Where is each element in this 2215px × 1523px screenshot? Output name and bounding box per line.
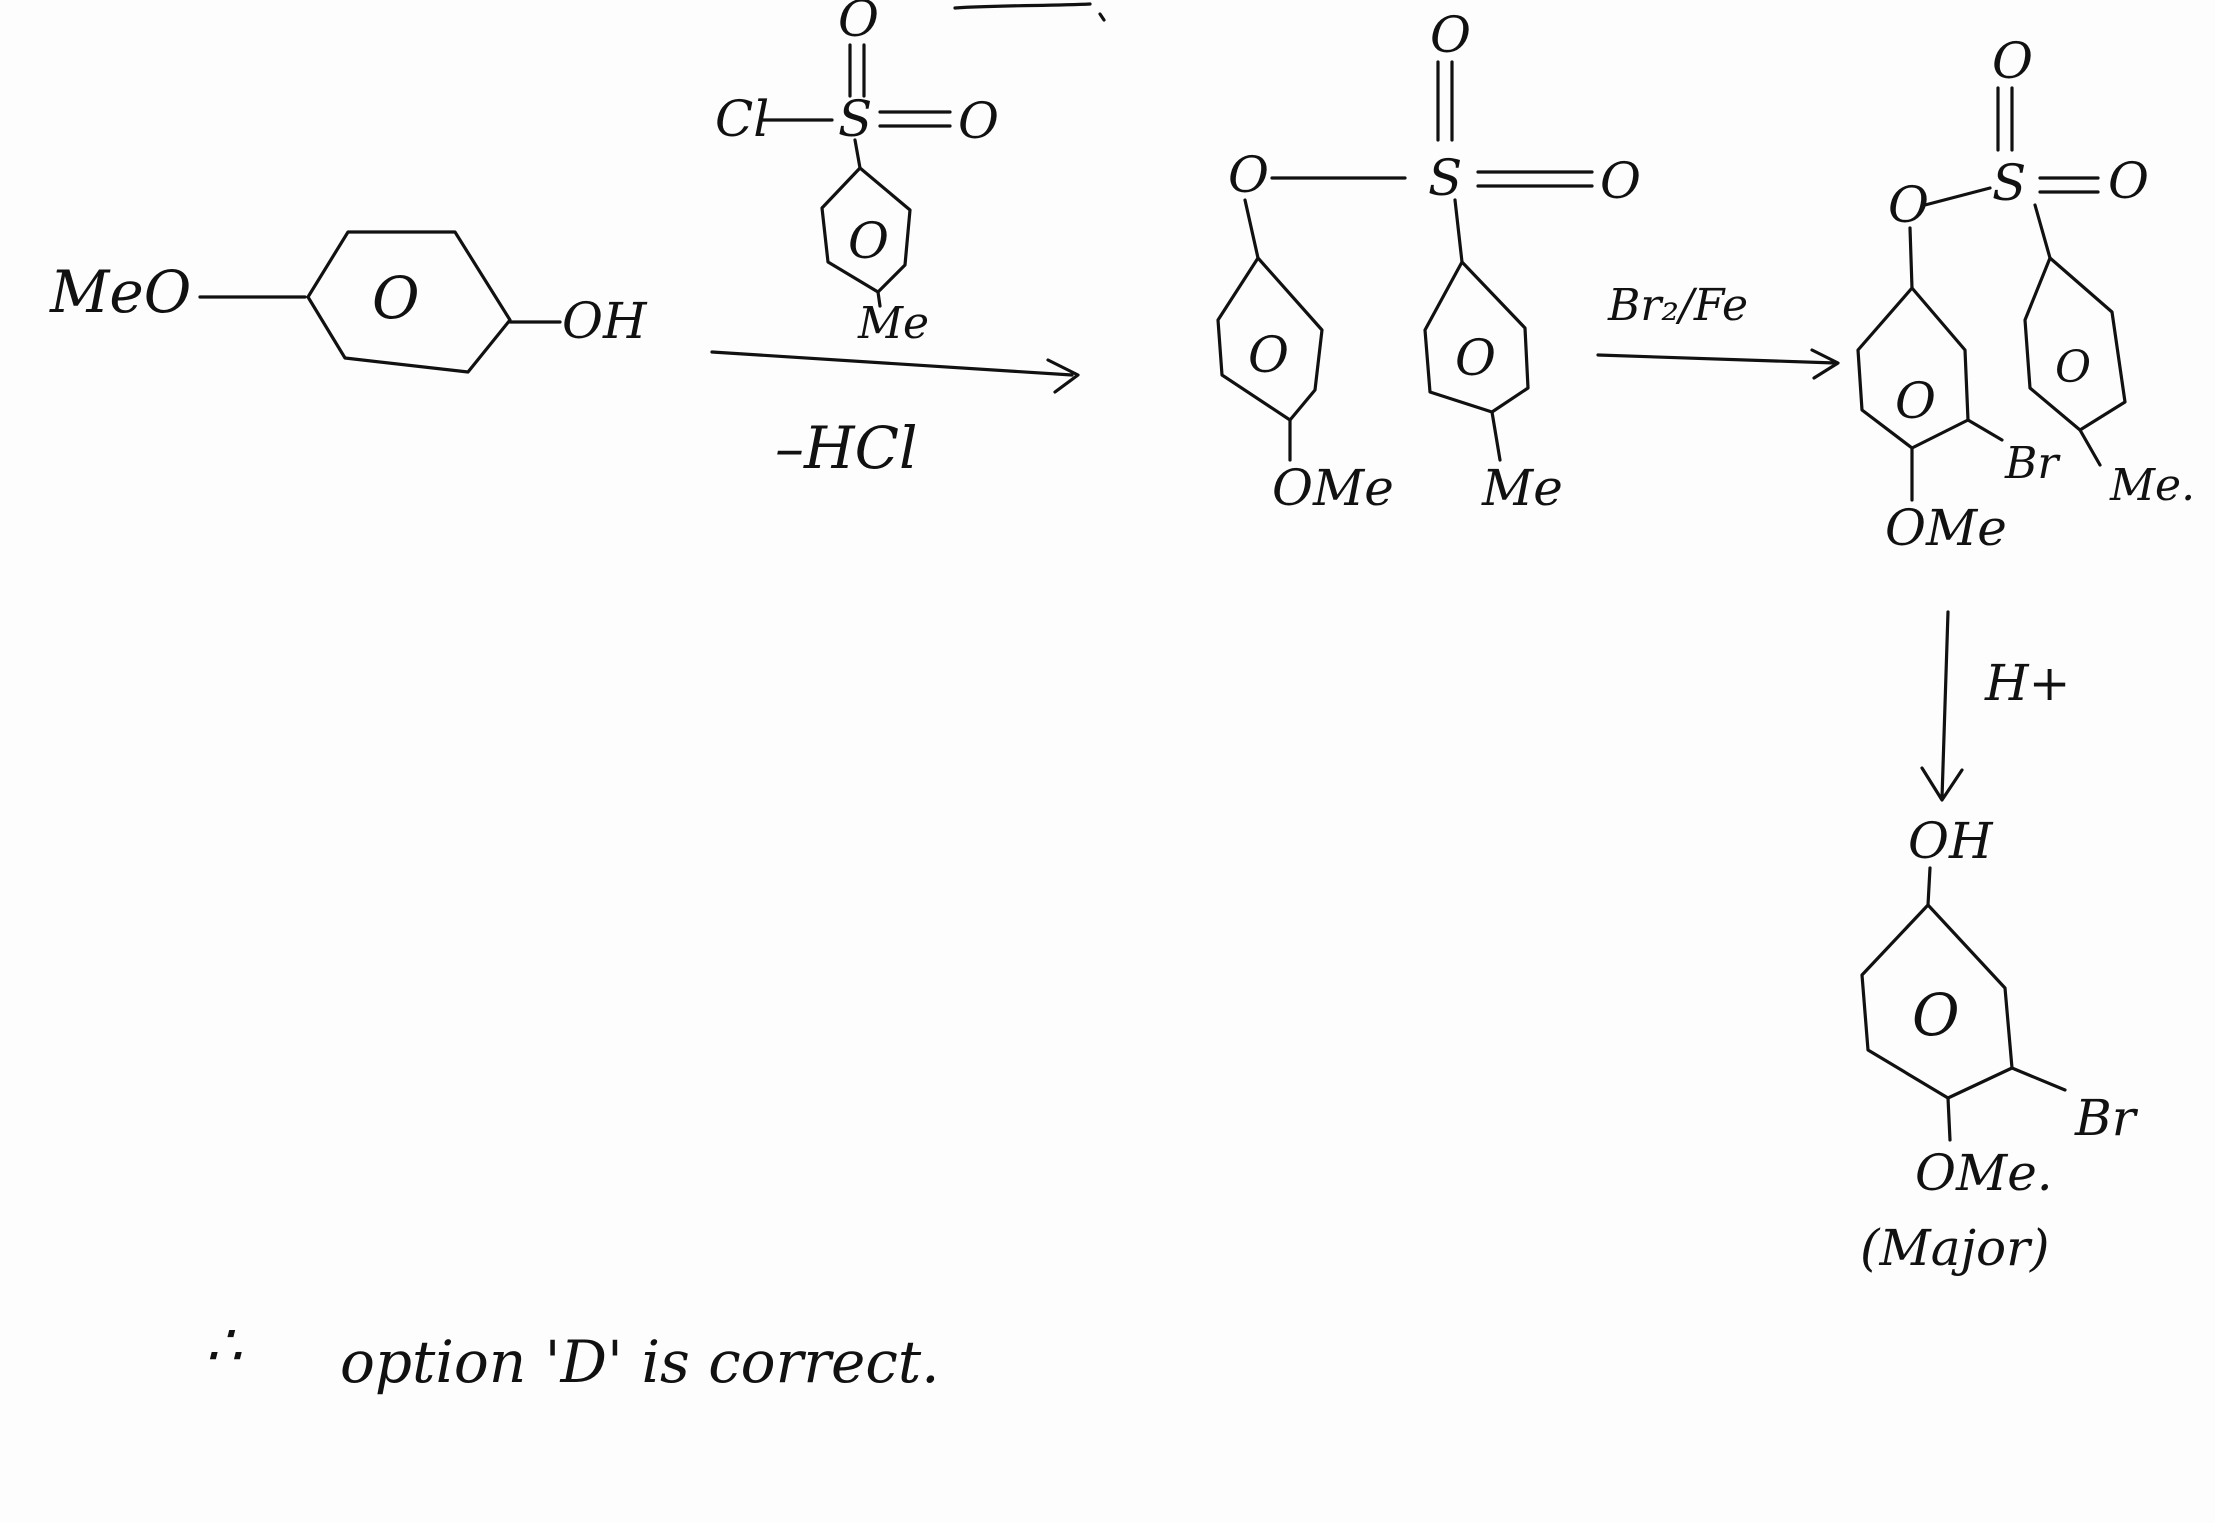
sulfur-atom-label: S [838, 90, 872, 148]
tolyl-methyl-label: Me [1481, 459, 1563, 517]
chlorine-label: Cl [715, 90, 769, 148]
benzene-ring-reactant [306, 230, 512, 374]
sulfonyl-double-bond-top [848, 43, 866, 98]
bromination-reagent-label: Br₂/Fe [1607, 280, 1748, 331]
reaction-arrow-1 [710, 350, 1080, 394]
acid-reagent-label: H+ [1984, 654, 2071, 712]
methoxy-label: OMe [1272, 459, 1394, 517]
product-methoxy-bond [1946, 1096, 1952, 1142]
product-hydroxyl-label: OH [1908, 812, 1994, 870]
top-scribble [953, 2, 1106, 22]
intermediate-brominated-tosylate: O O S O O Br OMe O Me. [1856, 32, 2195, 557]
tolyl-methyl-bond [1490, 410, 1502, 462]
br-ester-ring-bond [1908, 226, 1914, 290]
tosyl-aromatic-circle-label: O [848, 212, 889, 270]
br-tosylate-double-bond-right [2038, 176, 2100, 194]
methoxy-group-label: MeO [49, 258, 191, 326]
methyl-bond-tosyl-chloride [876, 290, 882, 308]
br-sulfur-tolyl-bond [2033, 203, 2052, 260]
reaction-arrow-2 [1596, 348, 1840, 380]
sulfur-tolyl-bond [1453, 198, 1464, 264]
conclusion-line: ∴ option 'D' is correct. [205, 1311, 940, 1396]
sulfonyl-oxo-right-label: O [958, 92, 999, 150]
aryl-bromine-bond [1966, 418, 2004, 442]
intermediate-aryl-tosylate: O O S O O OMe O Me [1216, 6, 1641, 517]
ester-oxygen-label: O [1228, 146, 1269, 204]
br-tosylate-ester-bond [1923, 186, 1992, 207]
sulfonyl-oxo-top-label: O [838, 0, 879, 48]
br-tosylate-ester-oxygen-label: O [1888, 176, 1929, 234]
bromo-methoxyphenyl-circle-label: O [1895, 372, 1936, 430]
tosylate-oxo-top-label: O [1430, 6, 1471, 64]
aryl-bromine-label: Br [2004, 438, 2061, 489]
byproduct-hcl-label: –HCl [775, 414, 918, 482]
product-hydroxyl-bond [1926, 866, 1932, 907]
reagent-tosyl-chloride: O Cl S O O Me [715, 0, 999, 349]
br-tosylate-oxo-top-label: O [1992, 32, 2033, 90]
hydroxyl-group-label: OH [562, 292, 648, 350]
br-tolyl-methyl-label: Me. [2109, 460, 2195, 511]
br-tosylate-oxo-right-label: O [2108, 152, 2149, 210]
step3-arrow-group: H+ [1920, 610, 2071, 802]
product-bromine-label: Br [2074, 1089, 2139, 1147]
tosylate-sulfur-label: S [1428, 149, 1462, 207]
br-tosylate-double-bond-top [1996, 86, 2014, 152]
tolyl-circle-label: O [1455, 329, 1496, 387]
therefore-symbol: ∴ [205, 1311, 242, 1379]
product-methoxy-label: OMe. [1915, 1144, 2053, 1202]
aromatic-ring-circle-label: O [372, 264, 420, 332]
tosylate-oxo-right-label: O [1600, 152, 1641, 210]
product-bromo-methoxyphenol: OH O Br OMe. (Major) [1860, 812, 2139, 1277]
tosyl-methyl-label: Me [857, 298, 929, 349]
reaction-arrow-3 [1920, 610, 1964, 802]
product-bromine-bond [2010, 1066, 2067, 1092]
sulfonyl-double-bond-right [878, 110, 952, 128]
br-methoxy-label: OMe [1885, 499, 2007, 557]
br-tolyl-methyl-bond [2078, 428, 2102, 467]
methoxyphenyl-circle-label: O [1248, 326, 1289, 384]
step2-arrow-group: Br₂/Fe [1596, 280, 1840, 380]
tosylate-double-bond-top [1436, 60, 1454, 142]
sulfur-ring-bond [853, 138, 862, 170]
product-aromatic-circle-label: O [1912, 981, 1960, 1049]
conclusion-text: option 'D' is correct. [340, 1328, 940, 1396]
tosylate-double-bond-right [1476, 170, 1594, 188]
br-tosylate-sulfur-label: S [1992, 154, 2026, 212]
reactant-p-methoxyphenol: MeO O OH [49, 230, 648, 374]
step1-arrow-group: –HCl [710, 350, 1080, 482]
br-tolyl-circle-label: O [2055, 342, 2091, 393]
ester-o-ring-bond [1243, 198, 1260, 260]
major-product-note: (Major) [1860, 1219, 2050, 1277]
